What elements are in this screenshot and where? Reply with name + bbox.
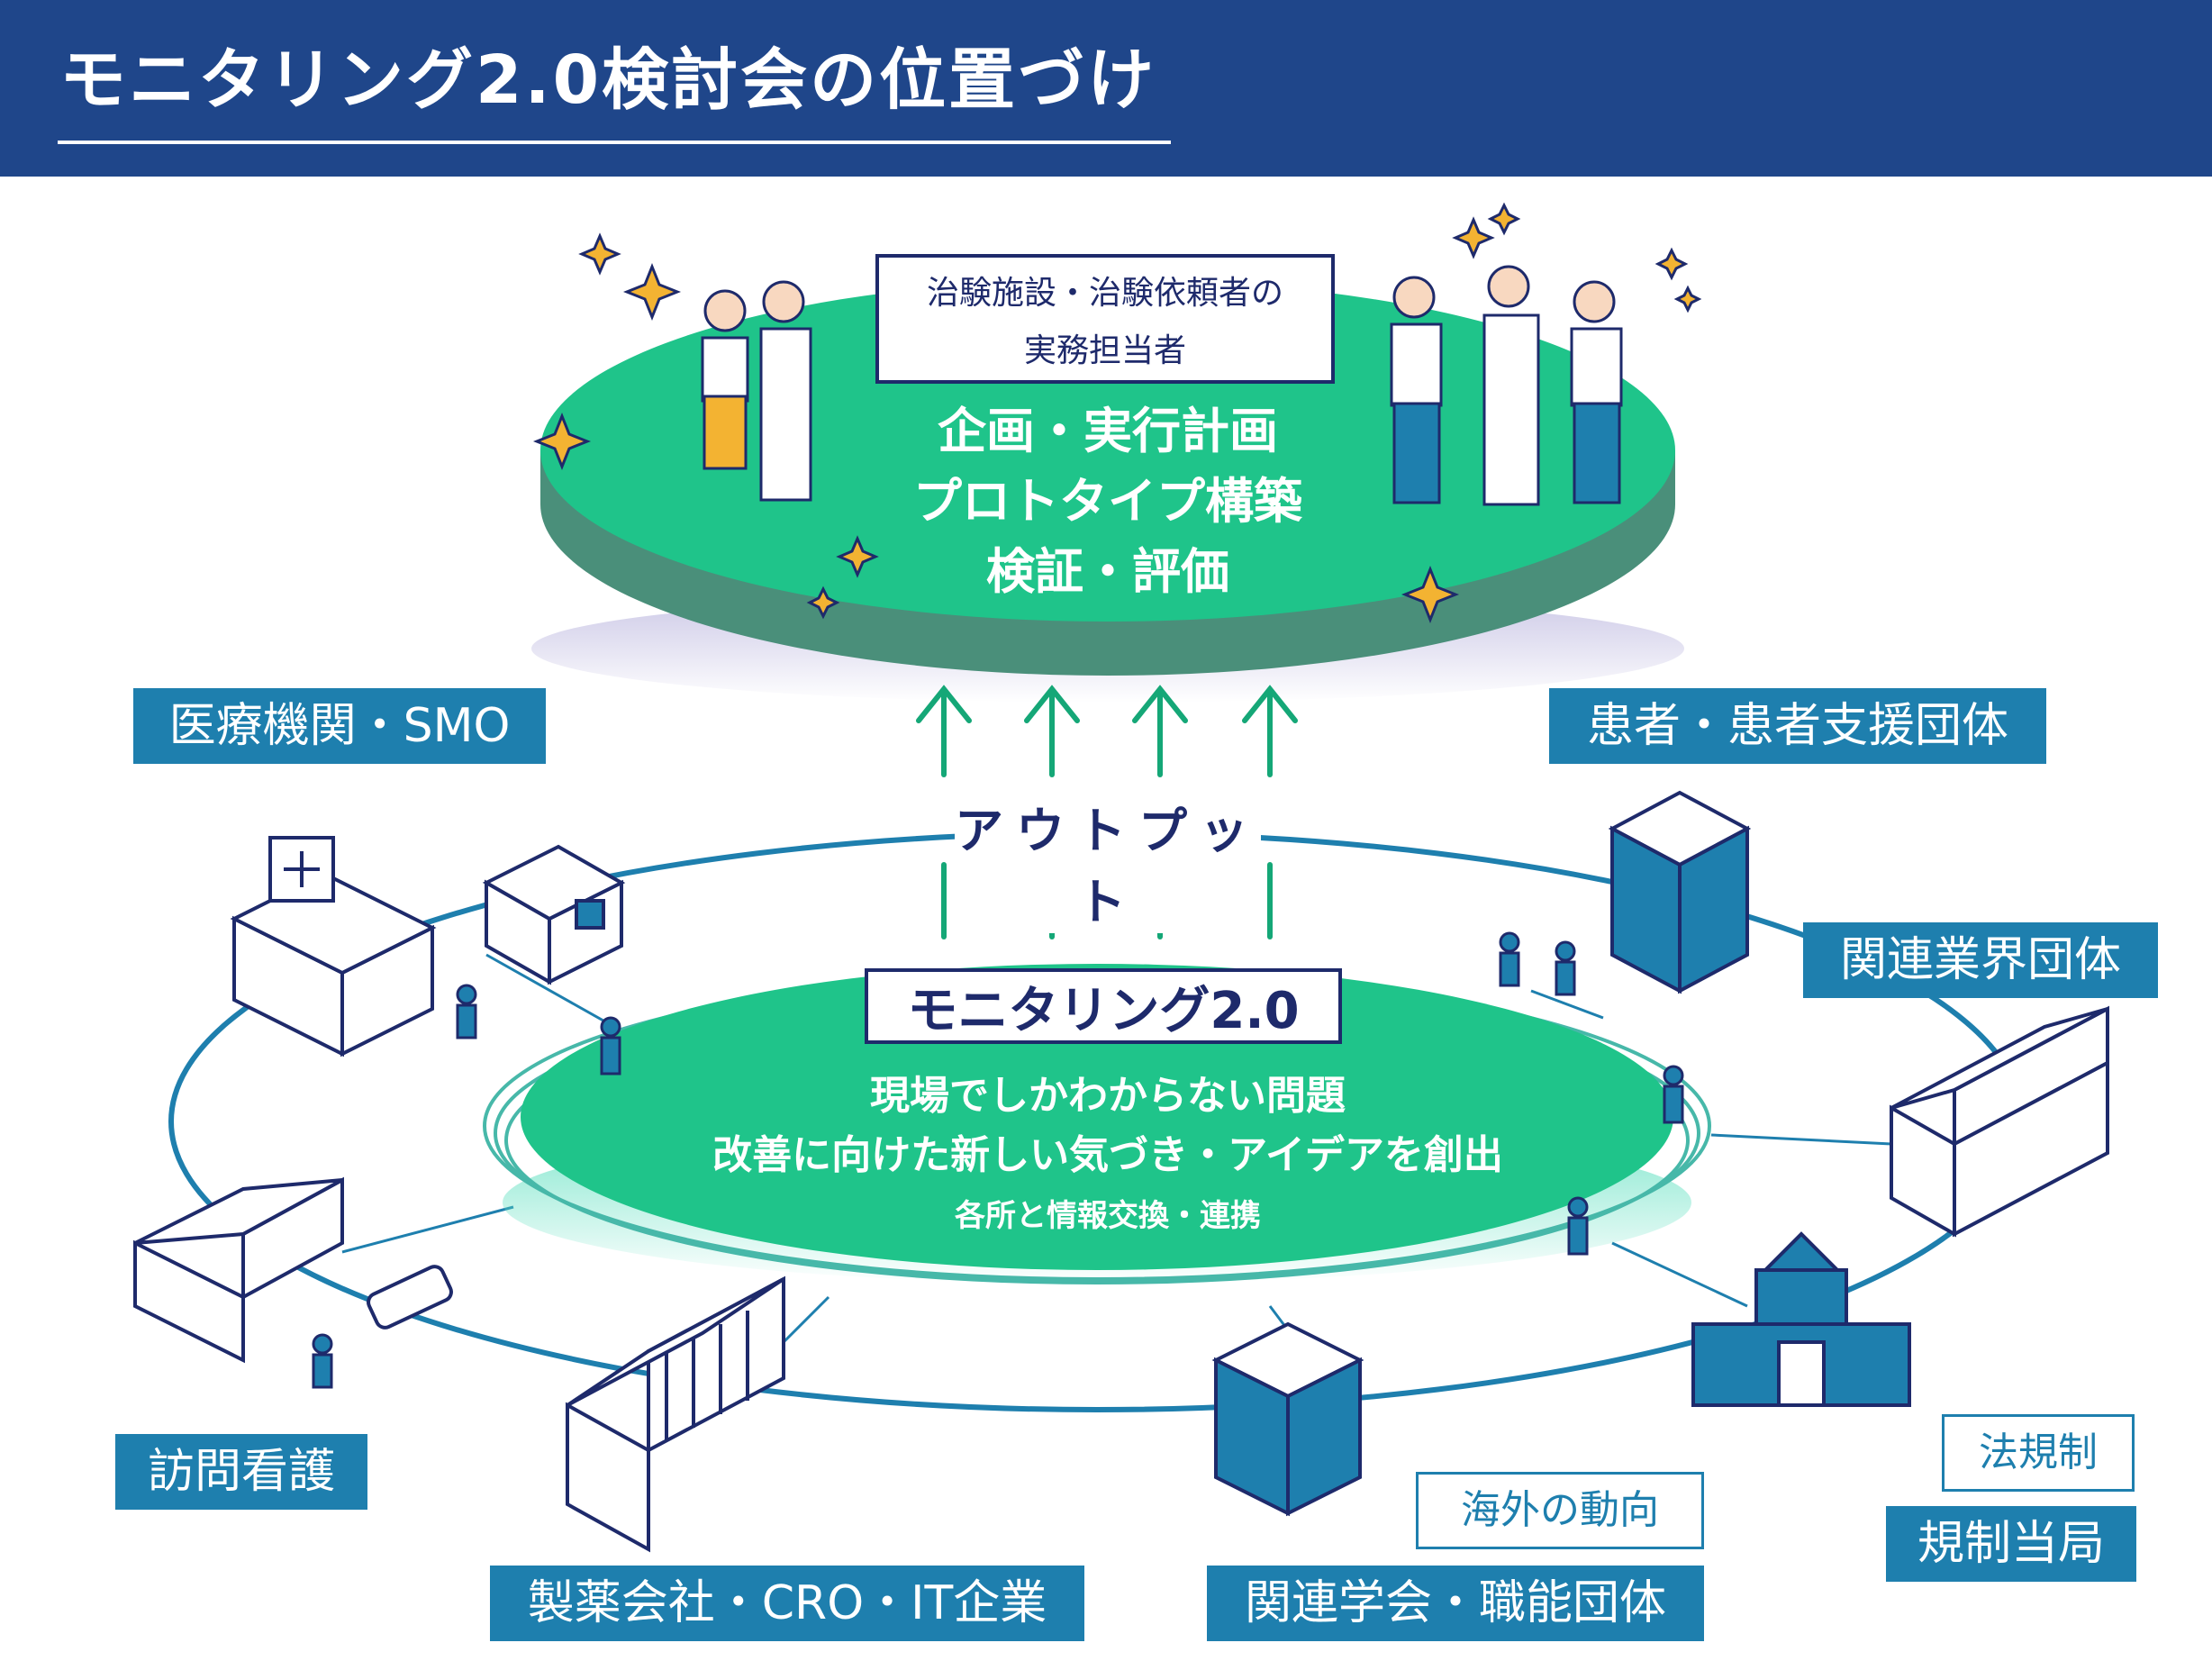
walker-figures [312, 931, 1684, 1389]
title-underline [58, 141, 1171, 144]
header-bar: モニタリング2.0検討会の位置づけ [0, 0, 2212, 177]
industry-building [1890, 1005, 2109, 1238]
center-text: 現場でしかわからない問題 改善に向けた新しい気づき・アイデアを創出 各所と情報交… [630, 1066, 1585, 1241]
tag-societies: 関連学会・職能団体 [1207, 1566, 1704, 1641]
practitioner-line1: 治験施設・治験依頼者の [926, 275, 1283, 312]
center-line-exchange: 各所と情報交換・連携 [955, 1198, 1261, 1234]
center-line-ideas: 改善に向けた新しい気づき・アイデアを創出 [712, 1132, 1503, 1178]
top-line-prototype: プロトタイプ構築 [913, 473, 1302, 530]
nursing-building [133, 1176, 453, 1364]
sparkle-icons [532, 202, 1702, 624]
society-stack [1211, 1321, 1364, 1517]
tag-regulators: 規制当局 [1886, 1506, 2136, 1582]
tag-home-nursing: 訪問看護 [115, 1434, 367, 1510]
practitioner-figures [701, 265, 1623, 506]
page-title: モニタリング2.0検討会の位置づけ [59, 41, 1157, 119]
clinic-building [482, 844, 626, 985]
tag-regulations: 法規制 [1942, 1414, 2135, 1492]
output-label: アウトプット [955, 791, 1261, 933]
hospital-building [230, 836, 437, 1057]
center-title: モニタリング2.0 [865, 968, 1342, 1044]
top-line-evaluation: 検証・評価 [986, 543, 1229, 600]
regulator-building [1691, 1231, 1911, 1407]
tag-medical: 医療機関・SMO [133, 688, 546, 764]
top-line-planning: 企画・実行計画 [938, 403, 1278, 459]
pharma-building [566, 1275, 785, 1553]
center-line-problems: 現場でしかわからない問題 [870, 1073, 1346, 1119]
tag-pharma: 製薬会社・CRO・IT企業 [490, 1566, 1084, 1641]
practitioner-line2: 実務担当者 [1023, 332, 1186, 369]
center-platform [521, 964, 1673, 1270]
tag-industry-groups: 関連業界団体 [1803, 922, 2158, 998]
tag-overseas-trends: 海外の動向 [1416, 1472, 1704, 1549]
top-platform-text: 企画・実行計画 プロトタイプ構築 検証・評価 [865, 396, 1351, 607]
practitioner-label: 治験施設・治験依頼者の 実務担当者 [875, 254, 1335, 384]
tag-patients: 患者・患者支援団体 [1549, 688, 2046, 764]
patients-stack [1608, 790, 1752, 994]
